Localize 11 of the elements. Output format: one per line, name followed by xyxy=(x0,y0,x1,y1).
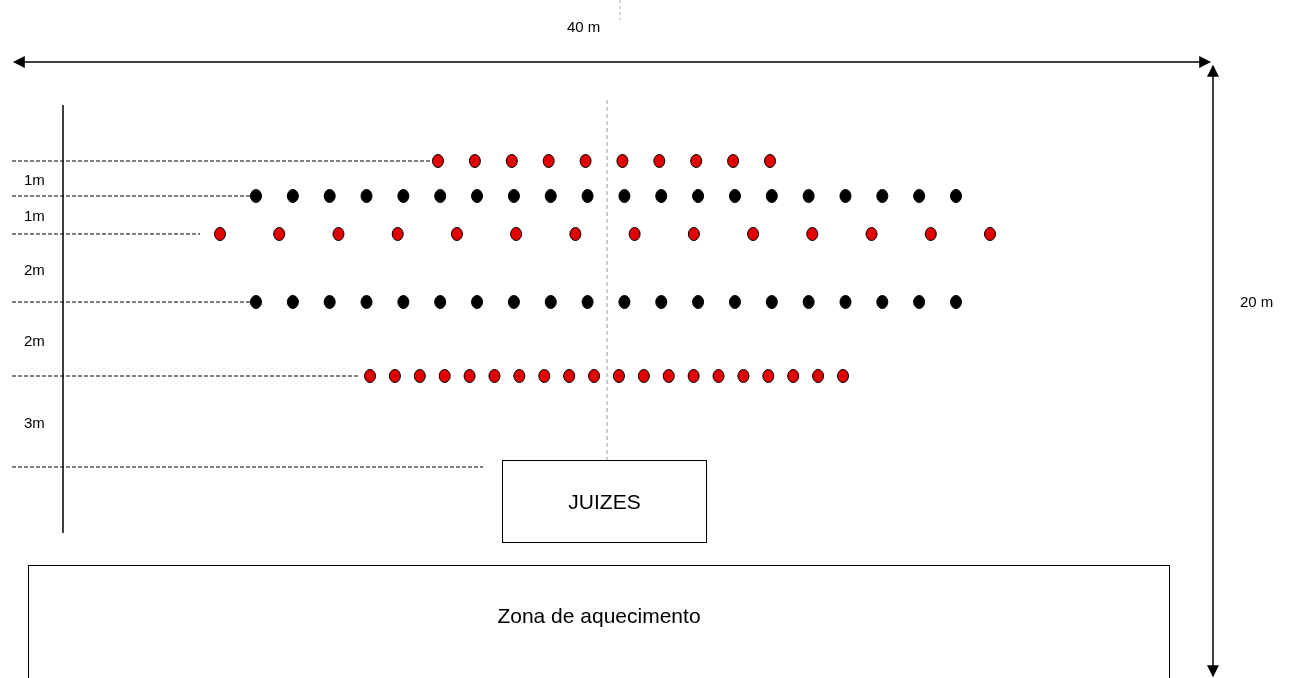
dimension-label: 1m xyxy=(24,171,45,188)
dimension-label: 2m xyxy=(24,261,45,278)
dimension-label: 20 m xyxy=(1240,293,1274,310)
box-label: JUIZES xyxy=(568,489,641,514)
dimension-label: 3m xyxy=(24,414,45,431)
box-label: Zona de aquecimento xyxy=(497,604,701,628)
dimension-label: 2m xyxy=(24,332,45,349)
dimension-label: 40 m xyxy=(567,18,601,35)
zone-box xyxy=(28,565,1170,678)
dimension-label: 1m xyxy=(24,207,45,224)
judges-box xyxy=(502,460,707,543)
